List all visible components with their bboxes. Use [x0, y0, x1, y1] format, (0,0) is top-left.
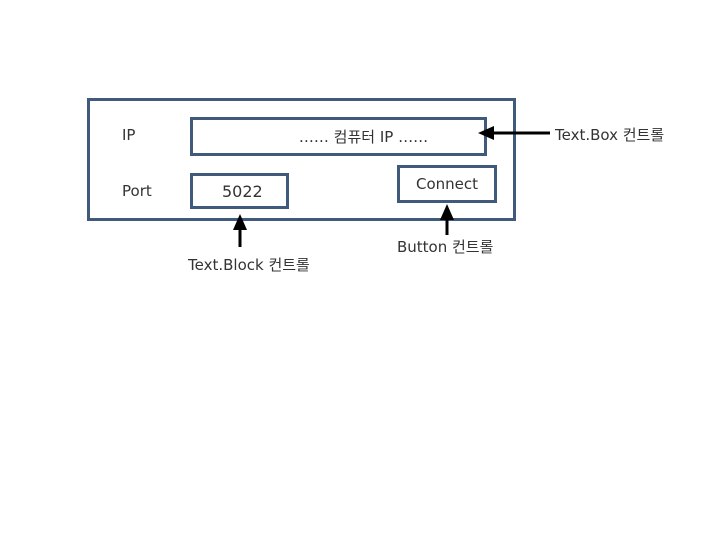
- connection-form-panel: [87, 98, 516, 221]
- port-textblock-value: 5022: [222, 181, 263, 201]
- button-annotation: Button 컨트롤: [397, 238, 494, 256]
- connect-button-label: Connect: [415, 175, 479, 193]
- textbox-annotation: Text.Box 컨트롤: [555, 126, 665, 144]
- textbox-arrow: [478, 126, 550, 140]
- button-arrow: [440, 204, 454, 235]
- connect-button[interactable]: Connect: [397, 165, 497, 203]
- textblock-arrow: [233, 214, 247, 247]
- ip-textbox[interactable]: …… 컴퓨터 IP ……: [190, 117, 487, 156]
- port-label: Port: [122, 182, 152, 200]
- ip-label: IP: [122, 126, 136, 144]
- textblock-annotation: Text.Block 컨트롤: [188, 256, 310, 274]
- port-textblock: 5022: [190, 173, 289, 209]
- ip-textbox-value: …… 컴퓨터 IP ……: [298, 128, 429, 146]
